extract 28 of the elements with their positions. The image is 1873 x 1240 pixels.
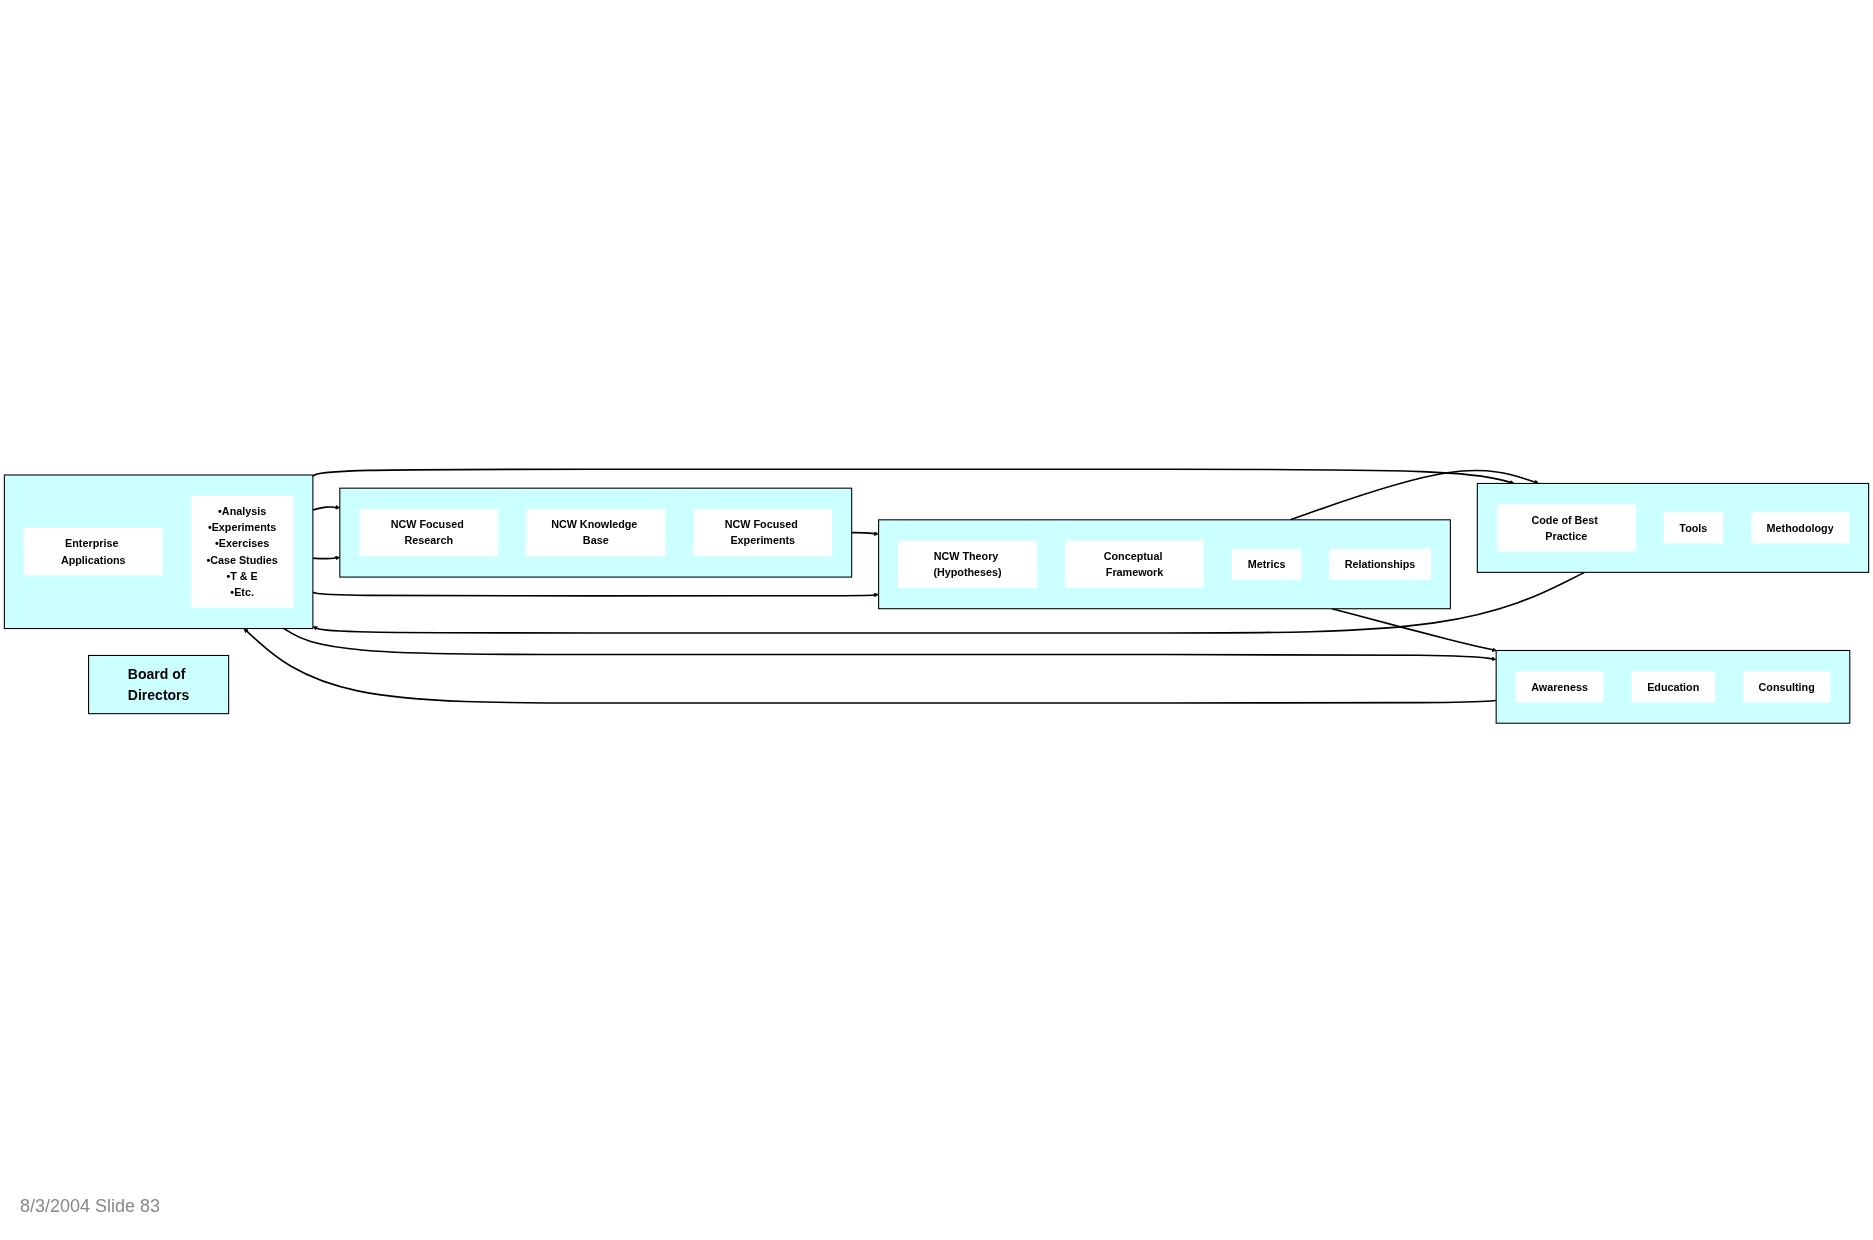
node-box: NCW Knowledge Base <box>525 507 667 558</box>
arrow <box>283 627 1497 661</box>
node-box: Conceptual Framework <box>1063 539 1206 589</box>
cluster <box>339 487 853 578</box>
node-box: NCW Focused Experiments <box>692 507 834 558</box>
node-box: Tools <box>1662 510 1724 545</box>
node-box: Board of Directors <box>88 654 230 714</box>
arrow <box>312 571 1586 634</box>
node-box: Code of Best Practice <box>1495 502 1637 553</box>
node-box: Metrics <box>1231 547 1303 581</box>
node-box: NCW Focused Research <box>358 507 500 558</box>
node-box: Enterprise Applications <box>22 526 164 577</box>
cluster <box>1495 649 1851 724</box>
node-box: Consulting <box>1741 669 1832 704</box>
node-box: NCW Theory (Hypotheses) <box>896 539 1039 589</box>
node-box: •Analysis •Experiments •Exercises •Case Studies •T & E •Etc. <box>189 494 295 609</box>
arrow <box>1331 607 1497 652</box>
cluster <box>878 519 1451 609</box>
footer-text: 8/3/2004 Slide 83 <box>20 1196 161 1216</box>
cluster <box>1476 482 1870 573</box>
node-box: Awareness <box>1514 669 1605 704</box>
node-box: Relationships <box>1328 547 1433 581</box>
node-box: Methodology <box>1749 510 1851 545</box>
cluster <box>3 474 314 629</box>
arrow <box>312 468 1515 485</box>
arrow <box>312 591 879 598</box>
arrow <box>243 628 1497 704</box>
node-box: Education <box>1630 669 1716 704</box>
